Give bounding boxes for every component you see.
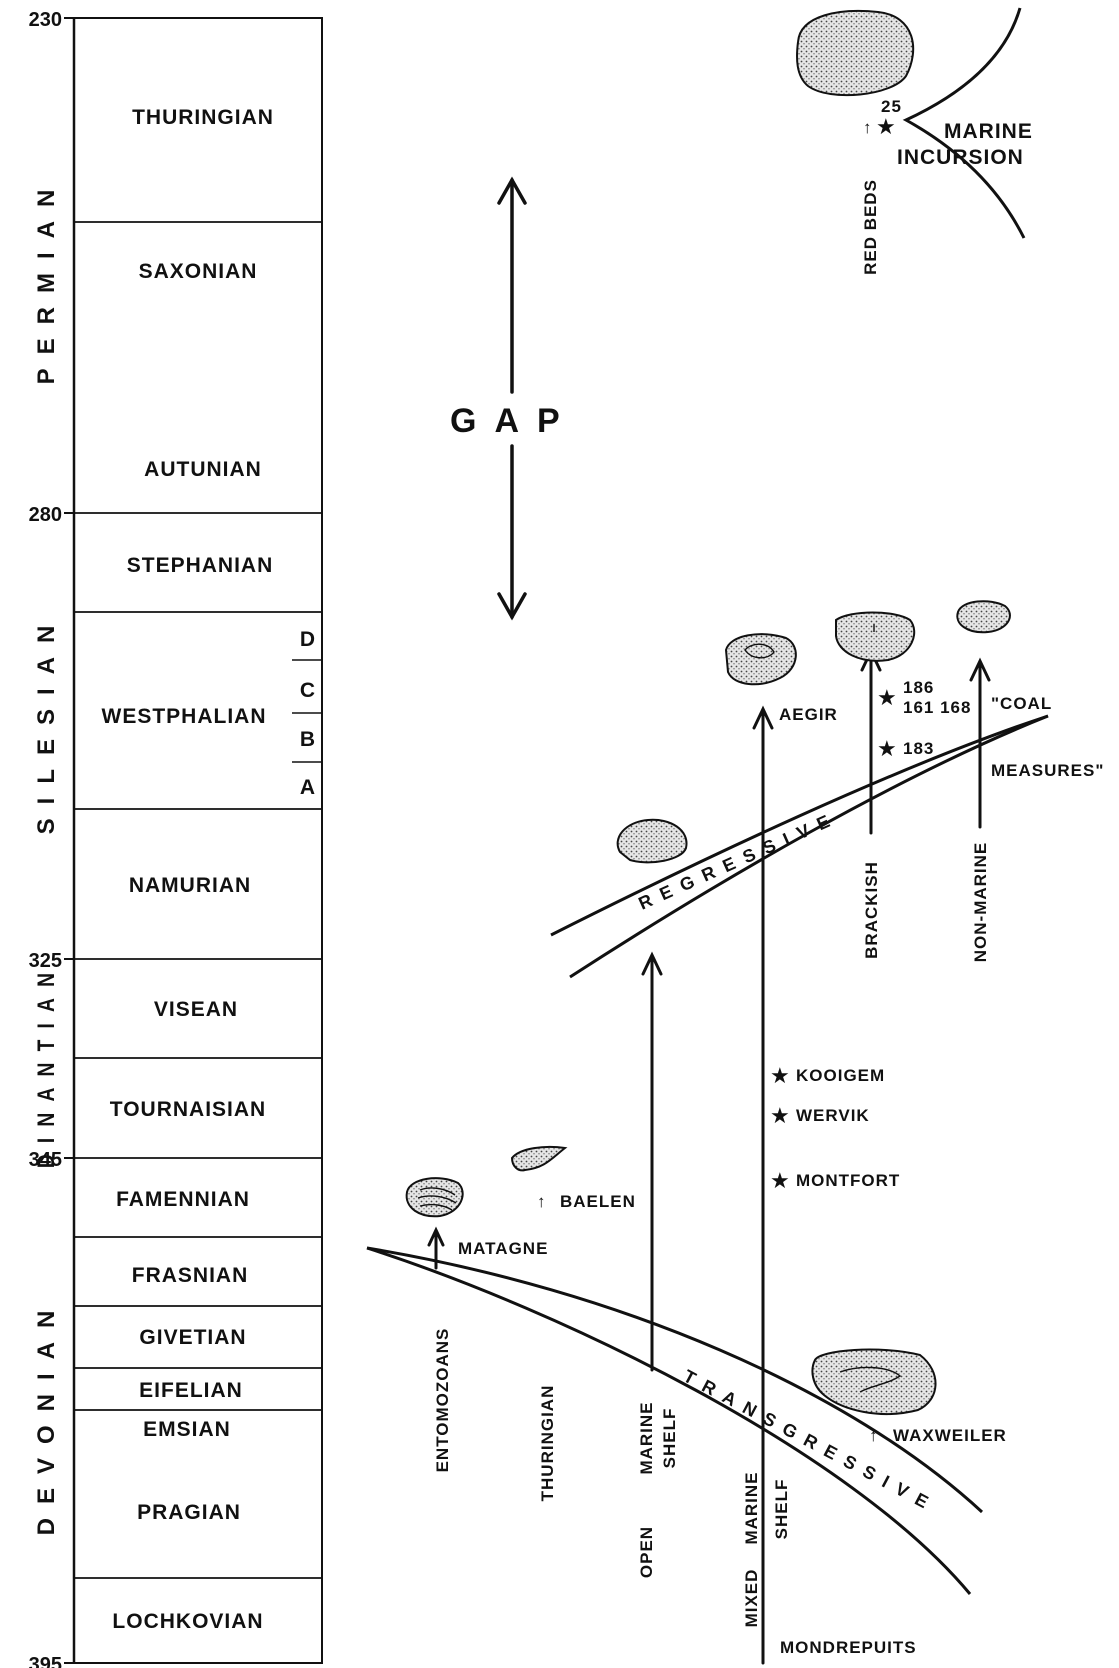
- ostracod-icon-waxweiler: [811, 1348, 937, 1416]
- locality-wervik-star: ★: [770, 1103, 791, 1128]
- locality-measures: MEASURES": [991, 761, 1104, 780]
- locality-montfort: MONTFORT: [796, 1171, 900, 1190]
- westphalian-sub-ticks: [292, 659, 322, 763]
- regressive-band: [550, 714, 1049, 979]
- stage-visean: VISEAN: [154, 998, 238, 1021]
- stage-famennian: FAMENNIAN: [116, 1188, 250, 1211]
- gap-arrow: [497, 176, 527, 621]
- ostracod-details: [417, 624, 902, 1393]
- westphalian-d: D: [300, 628, 316, 651]
- age-ticks: [64, 17, 74, 1664]
- facies-thuringian: THURINGIAN: [538, 1385, 557, 1502]
- period-silesian: SILESIAN: [33, 612, 60, 835]
- age-labels: 230 280 325 345 395: [29, 9, 62, 1668]
- stage-saxonian: SAXONIAN: [139, 260, 258, 283]
- stage-autunian: AUTUNIAN: [144, 458, 262, 481]
- transgressive-band: [366, 1246, 984, 1595]
- ostracod-icon-brackish: [835, 611, 916, 662]
- facies-red-beds: RED BEDS: [861, 179, 880, 275]
- locality-186-star: ★: [877, 685, 898, 710]
- locality-montfort-star: ★: [770, 1168, 791, 1193]
- ostracod-icon-matagne: [405, 1177, 464, 1218]
- ostracod-icon-top: [796, 9, 915, 97]
- age-label-230: 230: [29, 9, 62, 31]
- facies-mixed-2: MARINE: [742, 1471, 761, 1544]
- marine-incursion-curve: [902, 7, 1026, 239]
- ostracod-icon-nonmarine: [956, 600, 1011, 634]
- locality-waxweiler-arrow: ↑: [869, 1426, 879, 1445]
- age-label-280: 280: [29, 504, 62, 526]
- locality-183: 183: [903, 739, 934, 758]
- facies-mixed-3: SHELF: [772, 1479, 791, 1540]
- ostracod-icon-aegir: [724, 633, 797, 686]
- locality-186: 186: [903, 678, 934, 697]
- stage-westphalian: WESTPHALIAN: [102, 705, 267, 728]
- locality-aegir: AEGIR: [779, 705, 838, 724]
- ostracod-icon-regressive: [616, 818, 688, 864]
- stage-pragian: PRAGIAN: [137, 1501, 241, 1524]
- westphalian-a: A: [300, 776, 316, 799]
- period-labels: PERMIAN SILESIAN DINANTIAN DEVONIAN: [32, 176, 60, 1536]
- facies-labels: ENTOMOZOANS THURINGIAN OPEN MARINE SHELF…: [433, 179, 990, 1627]
- stage-givetian: GIVETIAN: [139, 1326, 246, 1349]
- stage-stephanian: STEPHANIAN: [127, 554, 274, 577]
- period-dinantian: DINANTIAN: [32, 962, 60, 1168]
- locality-mondrepuits: MONDREPUITS: [780, 1638, 917, 1657]
- locality-baelen: BAELEN: [560, 1192, 636, 1211]
- facies-open-3: SHELF: [660, 1408, 679, 1469]
- locality-25-arrow: ↑: [863, 118, 873, 137]
- stage-namurian: NAMURIAN: [129, 874, 251, 897]
- age-label-395: 395: [29, 1654, 62, 1668]
- facies-arrows: [427, 647, 991, 1665]
- locality-183-star: ★: [877, 736, 898, 761]
- locality-161-168: 161 168: [903, 698, 971, 717]
- locality-waxweiler: WAXWEILER: [893, 1426, 1007, 1445]
- facies-mixed-1: MIXED: [742, 1569, 761, 1628]
- marine-incursion-line1: MARINE: [944, 120, 1033, 143]
- locality-labels: MATAGNE ↑ BAELEN ★ MONTFORT ★ WERVIK ★ K…: [458, 97, 1104, 1657]
- facies-open-1: OPEN: [637, 1526, 656, 1578]
- ostracod-illustrations: [405, 9, 1011, 1416]
- stage-lochkovian: LOCHKOVIAN: [112, 1610, 263, 1633]
- time-column: [64, 17, 323, 1664]
- stage-boundaries: [74, 221, 322, 1579]
- stage-tournaisian: TOURNAISIAN: [110, 1098, 266, 1121]
- locality-kooigem-star: ★: [770, 1063, 791, 1088]
- locality-kooigem: KOOIGEM: [796, 1066, 885, 1085]
- locality-baelen-arrow: ↑: [537, 1192, 547, 1211]
- facies-non-marine: NON-MARINE: [971, 842, 990, 963]
- ostracod-icon-baelen: [510, 1145, 568, 1172]
- locality-wervik: WERVIK: [796, 1106, 870, 1125]
- facies-brackish: BRACKISH: [862, 861, 881, 959]
- westphalian-subdivision-labels: D C B A: [300, 628, 316, 799]
- age-label-345: 345: [29, 1149, 62, 1171]
- age-label-325: 325: [29, 950, 62, 972]
- stage-emsian: EMSIAN: [143, 1418, 231, 1441]
- locality-matagne: MATAGNE: [458, 1239, 548, 1258]
- period-devonian: DEVONIAN: [33, 1297, 60, 1536]
- locality-coal: "COAL: [991, 694, 1052, 713]
- stage-labels: THURINGIAN SAXONIAN AUTUNIAN STEPHANIAN …: [102, 106, 274, 1633]
- westphalian-c: C: [300, 679, 316, 702]
- stage-eifelian: EIFELIAN: [139, 1379, 243, 1402]
- westphalian-b: B: [300, 728, 316, 751]
- stage-thuringian: THURINGIAN: [132, 106, 274, 129]
- facies-entomozoans: ENTOMOZOANS: [433, 1328, 452, 1473]
- stage-frasnian: FRASNIAN: [132, 1264, 249, 1287]
- locality-25: 25: [881, 97, 902, 116]
- gap-label: GAP: [450, 402, 578, 440]
- facies-open-2: MARINE: [637, 1401, 656, 1474]
- locality-25-star: ★: [876, 114, 897, 139]
- period-permian: PERMIAN: [33, 176, 60, 385]
- stage-column-frame: [73, 17, 323, 1664]
